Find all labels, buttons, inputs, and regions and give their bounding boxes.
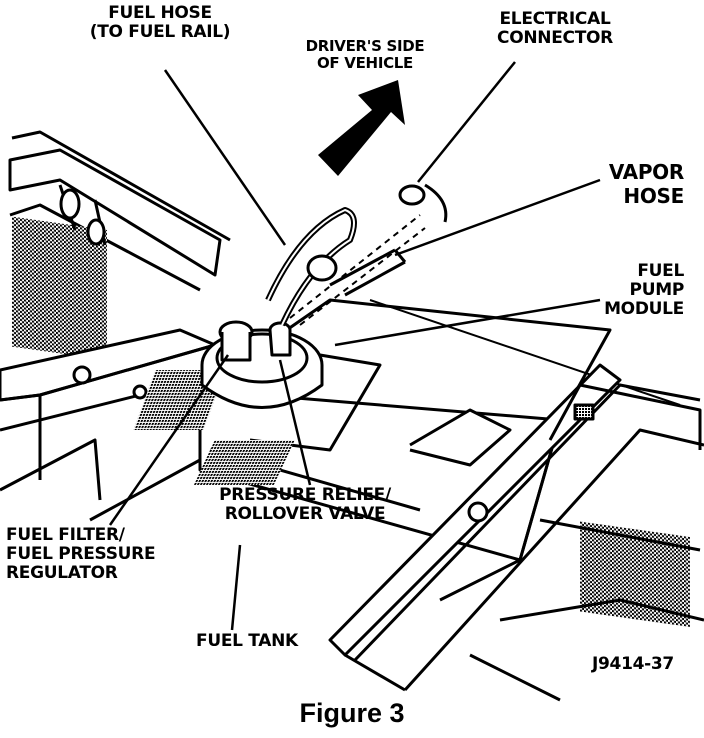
fuel-tank-body bbox=[133, 298, 681, 602]
label-vapor-hose: VAPOR HOSE bbox=[608, 160, 684, 208]
leader-pressure-relief bbox=[278, 359, 312, 486]
figure-caption: Figure 3 bbox=[299, 698, 405, 728]
label-fuel-hose: FUEL HOSE (TO FUEL RAIL) bbox=[89, 3, 231, 42]
label-fuel-tank: FUEL TANK bbox=[196, 631, 298, 651]
left-frame-rail bbox=[0, 130, 231, 522]
label-electrical-connector: ELECTRICAL CONNECTOR bbox=[497, 9, 613, 48]
right-frame-rail bbox=[328, 363, 704, 702]
fuel-pump-module bbox=[200, 183, 448, 409]
leader-fuel-filter bbox=[108, 354, 230, 526]
label-drivers-side: DRIVER'S SIDE OF VEHICLE bbox=[305, 37, 425, 72]
leader-fuel-tank bbox=[230, 544, 242, 631]
leader-vapor-hose bbox=[394, 178, 601, 257]
leader-fuel-pump-module bbox=[334, 298, 601, 347]
leader-lines bbox=[108, 61, 601, 631]
part-number: J9414-37 bbox=[592, 654, 674, 674]
label-fuel-filter-regulator: FUEL FILTER/ FUEL PRESSURE REGULATOR bbox=[6, 525, 156, 583]
drivers-side-arrow bbox=[318, 80, 405, 176]
leader-fuel-hose bbox=[163, 69, 287, 246]
label-pressure-relief-valve: PRESSURE RELIEF/ ROLLOVER VALVE bbox=[219, 485, 391, 524]
leader-electrical-connector bbox=[417, 61, 516, 183]
label-fuel-pump-module: FUEL PUMP MODULE bbox=[604, 261, 684, 319]
